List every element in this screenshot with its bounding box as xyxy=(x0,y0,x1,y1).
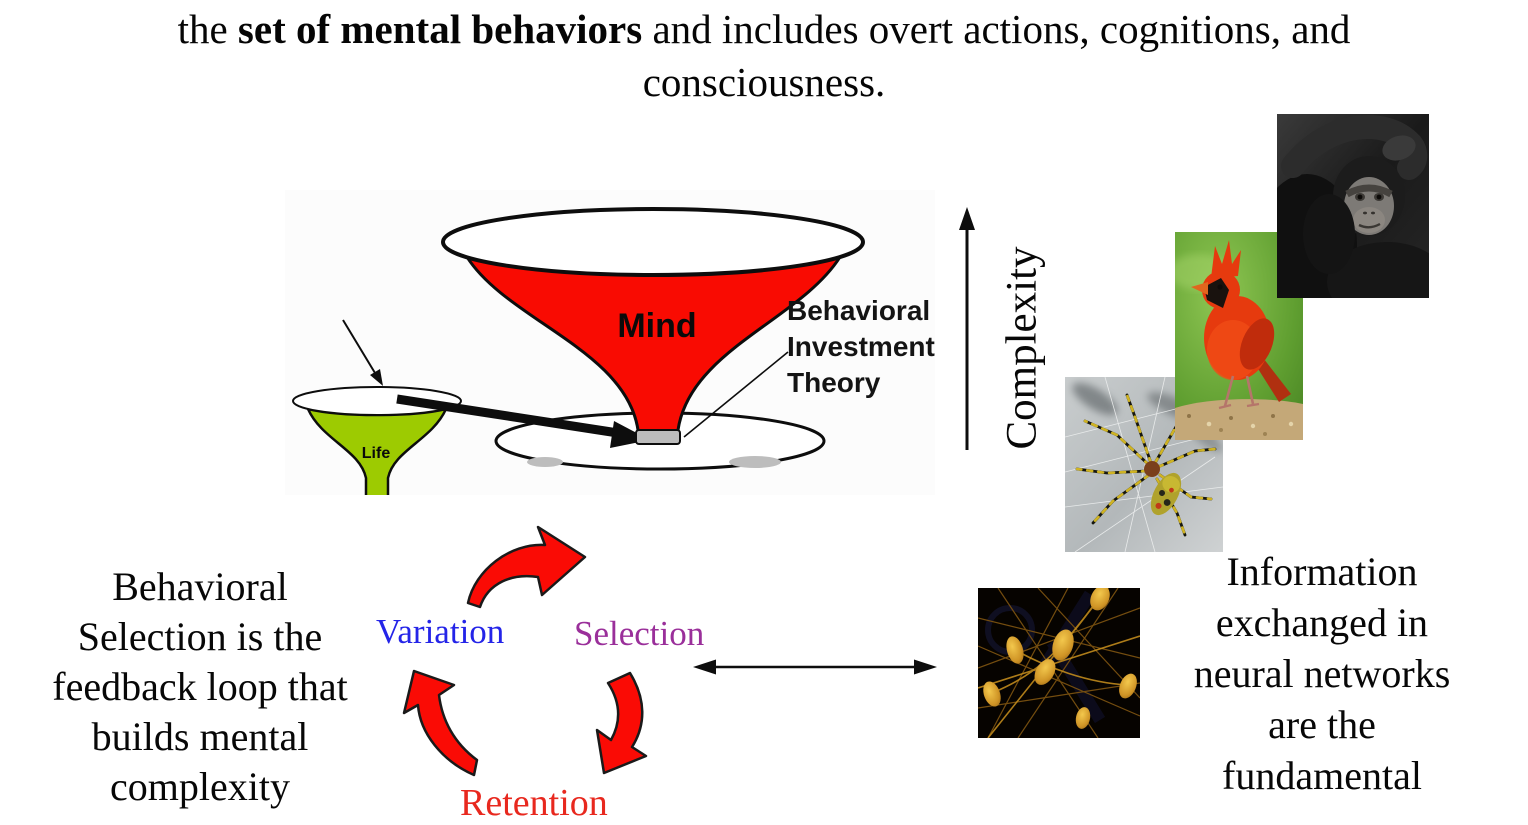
chimpanzee-photo-art xyxy=(1277,114,1429,298)
neurons-photo-art xyxy=(978,588,1140,738)
variation-label: Variation xyxy=(376,612,505,651)
right-caption-line: neural networks xyxy=(1193,651,1451,696)
life-label: Life xyxy=(362,445,391,462)
bit-leader-line xyxy=(683,351,789,438)
base-shadow-right xyxy=(729,456,781,468)
life-funnel-rim-ellipse xyxy=(292,386,462,416)
cycle-arrow-top-icon xyxy=(466,525,587,609)
spider-abdomen xyxy=(1150,472,1182,516)
left-caption-line: feedback loop that xyxy=(52,664,348,709)
chimp-hand xyxy=(1382,135,1416,161)
right-caption-line: are the xyxy=(1268,702,1376,747)
vsr-cycle-diagram xyxy=(402,525,648,777)
complexity-axis-arrow-icon xyxy=(959,207,975,450)
mind-funnel-rim-ellipse xyxy=(441,207,865,277)
left-caption: Behavioral Selection is the feedback loo… xyxy=(8,562,392,812)
funnel-diagram: Mind Life xyxy=(285,190,935,495)
funnel-stem xyxy=(635,429,681,445)
left-caption-line: builds mental xyxy=(91,714,309,759)
base-shadow-left xyxy=(527,457,563,467)
header-line-2: consciousness. xyxy=(642,59,886,105)
chimpanzee-photo xyxy=(1277,114,1429,298)
neuron-cells xyxy=(983,588,1137,729)
spider-head xyxy=(1144,461,1160,477)
cardinal-photo-art xyxy=(1175,232,1303,440)
neurons-photo xyxy=(978,588,1140,738)
mind-label: Mind xyxy=(617,307,696,345)
bit-label-line-1: Behavioral xyxy=(787,295,931,326)
left-caption-line: complexity xyxy=(110,764,290,809)
left-caption-line: Selection is the xyxy=(77,614,323,659)
double-headed-arrow-icon xyxy=(693,659,937,675)
selection-label: Selection xyxy=(574,614,705,653)
header-line-1: the set of mental behaviors and includes… xyxy=(0,3,1528,56)
life-pointer-arrow-icon xyxy=(342,319,383,386)
complexity-axis-label: Complexity xyxy=(998,246,1046,450)
right-caption-line: exchanged in xyxy=(1215,600,1429,645)
header-line1-post: and includes overt actions, cognitions, … xyxy=(642,6,1351,52)
right-caption-line: fundamental xyxy=(1222,753,1422,798)
bit-label-line-3: Theory xyxy=(787,367,881,398)
cycle-arrow-right-icon xyxy=(595,671,648,775)
cardinal-photo xyxy=(1175,232,1303,440)
behavioral-investment-theory-label: Behavioral Investment Theory xyxy=(787,293,947,401)
header-line1-bold: set of mental behaviors xyxy=(237,6,643,52)
header-line1-pre: the xyxy=(177,6,238,52)
cardinal-bird xyxy=(1191,240,1291,410)
seed-ground xyxy=(1175,399,1303,440)
cycle-arrow-left-icon xyxy=(402,669,479,777)
header-text: the set of mental behaviors and includes… xyxy=(0,0,1528,109)
right-caption-line: Information xyxy=(1226,549,1418,594)
bit-label-line-2: Investment xyxy=(787,331,935,362)
right-caption: Information exchanged in neural networks… xyxy=(1148,546,1496,801)
left-caption-line: Behavioral xyxy=(112,564,288,609)
retention-label: Retention xyxy=(460,782,608,824)
